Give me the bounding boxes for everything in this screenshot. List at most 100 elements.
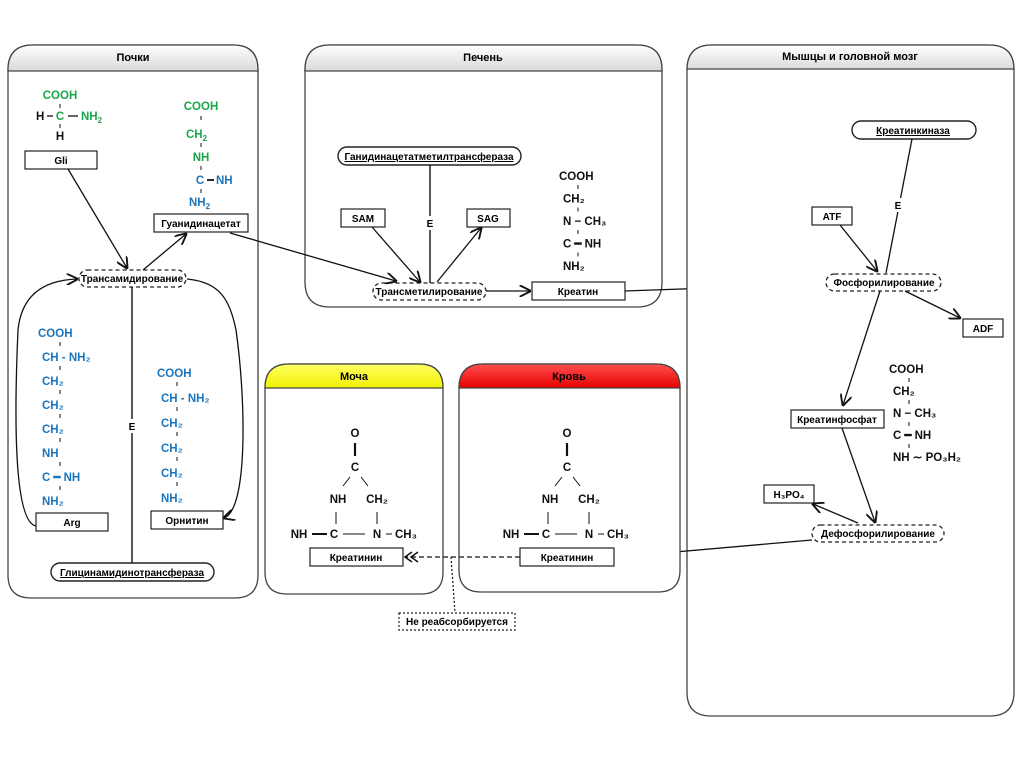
liver-enzyme-node[interactable]: Ганидинацетатметилтрансфераза [337,146,522,166]
ring-atom: NH [503,529,520,541]
ring-atom: CH₃ [395,529,417,541]
svg-text:Креатинин: Креатинин [330,553,383,564]
phosphorylation-process[interactable]: Фосфорилирование [825,273,942,292]
not-reabsorbed-note: Не реабсорбируется [398,612,516,631]
formula-line: NH₂ [42,496,64,508]
arrow-phosphorylation-to-creatine-phosphate [843,290,881,405]
svg-text:Фосфорилирование: Фосфорилирование [833,277,935,289]
svg-text:H: H [36,111,44,123]
sam-node[interactable]: SAM [340,208,386,228]
ring-atom: C [330,529,338,541]
urine-panel: Моча [264,363,444,595]
ring-atom: NH [542,494,559,506]
svg-text:COOH: COOH [43,90,78,102]
formula-line: CH₂ [42,400,64,412]
formula-line: CH₂ [161,443,183,455]
arrow-guanidinoacetate-to-transmethylation [229,232,396,281]
arrow-creatine-phosphate-to-dephosphorylation [841,427,875,522]
formula-line: COOH [157,368,192,380]
svg-text:Креатинин: Креатинин [541,553,594,564]
arrow-transamidation-to-guanidinoacetate [142,234,186,271]
guanidinoacetate-node[interactable]: Гуанидинацетат [153,213,249,233]
svg-text:NH: NH [193,152,210,164]
formula-line: NH₂ [563,261,585,273]
svg-text:Ганидинацетатметилтрансфераза: Ганидинацетатметилтрансфераза [344,151,514,163]
guanidinoacetate-formula: COOH CH2 NH C NH NH2 [184,101,233,211]
formula-line: COOH [559,171,594,183]
svg-text:ATF: ATF [823,212,842,223]
kidneys-title: Почки [116,52,149,64]
blood-creatinine-node[interactable]: Креатинин [519,547,615,567]
formula-line: NH [42,448,59,460]
arrow-sam-to-transmethylation [371,226,420,282]
arrow-arg-to-transamidation [15,279,77,527]
ring-bond [554,476,563,487]
note-connector [450,556,456,614]
svg-text:Креатинфосфат: Креатинфосфат [797,414,877,426]
creatine-formula: COOH CH₂ N − CH₃ C ━ NH NH₂ [559,171,606,273]
sag-node[interactable]: SAG [466,208,511,228]
arrow-atf-to-phosphorylation [839,224,877,271]
svg-text:ADF: ADF [973,324,994,335]
svg-text:Трансметилирование: Трансметилирование [376,287,483,298]
blood-panel: Кровь [458,363,681,593]
svg-text:Arg: Arg [63,518,80,529]
glycine-node[interactable]: Gli [24,150,98,170]
adf-node[interactable]: ADF [962,318,1004,338]
urine-title: Моча [340,371,369,383]
ring-atom: O [563,428,572,440]
ring-atom: O [351,428,360,440]
glycine-formula: COOH H C NH2 H [36,90,103,143]
kidney-enzyme-node[interactable]: Глицинамидинотрансфераза [50,562,215,582]
formula-line: N − CH₃ [563,216,606,228]
formula-line: C ━ NH [563,239,601,251]
liver-panel: Печень [304,44,663,308]
formula-line: CH₂ [42,376,64,388]
transamidation-process[interactable]: Трансамидирование [78,269,187,288]
blood-title: Кровь [552,371,586,383]
svg-text:Креатин: Креатин [558,287,598,298]
muscle-title: Мышцы и головной мозг [782,51,918,63]
ring-atom: C [351,462,359,474]
ring-atom: C [542,529,550,541]
svg-text:Не реабсорбируется: Не реабсорбируется [406,616,508,628]
ring-atom: NH [291,529,308,541]
ornithine-node[interactable]: Орнитин [150,510,224,530]
dephosphorylation-process[interactable]: Дефосфорилирование [811,524,945,543]
svg-text:Глицинамидинотрансфераза: Глицинамидинотрансфераза [60,567,204,579]
svg-text:C: C [196,175,204,187]
formula-line: CH₂ [563,194,585,206]
creatine-phosphate-node[interactable]: Креатинфосфат [790,409,885,429]
formula-line: C ━ NH [893,430,931,442]
formula-line: CH₂ [161,418,183,430]
formula-line: CH - NH₂ [161,393,210,405]
double-arrowhead-icon [403,551,419,563]
formula-line: COOH [38,328,73,340]
ring-atom: N [373,529,381,541]
h3po4-node[interactable]: H₃PO₄ [763,484,815,504]
creatine-kinase-node[interactable]: Креатинкиназа [851,120,977,140]
svg-text:Gli: Gli [54,156,68,167]
urine-creatinine-node[interactable]: Креатинин [309,547,404,567]
ring-atom: CH₂ [366,494,388,506]
svg-text:SAG: SAG [477,214,499,225]
transmethylation-process[interactable]: Трансметилирование [372,282,487,301]
ring-atom: NH [330,494,347,506]
svg-text:Дефосфорилирование: Дефосфорилирование [821,528,935,540]
formula-line: NH ∼ PO₃H₂ [893,452,961,464]
formula-line: CH₂ [42,424,64,436]
svg-text:NH: NH [216,175,233,187]
arrow-transamidation-to-ornithine [186,278,244,518]
svg-text:SAM: SAM [352,214,374,225]
enzyme-marker-muscle: E [895,201,902,212]
arg-node[interactable]: Arg [35,512,109,532]
creatine-node[interactable]: Креатин [531,281,626,301]
urine-creatinine-formula: O C NH CH₂ NH C N CH₃ [291,428,417,541]
atf-node[interactable]: ATF [811,206,853,226]
svg-text:H₃PO₄: H₃PO₄ [773,490,804,501]
arrow-phosphorylation-to-adf [904,290,960,318]
